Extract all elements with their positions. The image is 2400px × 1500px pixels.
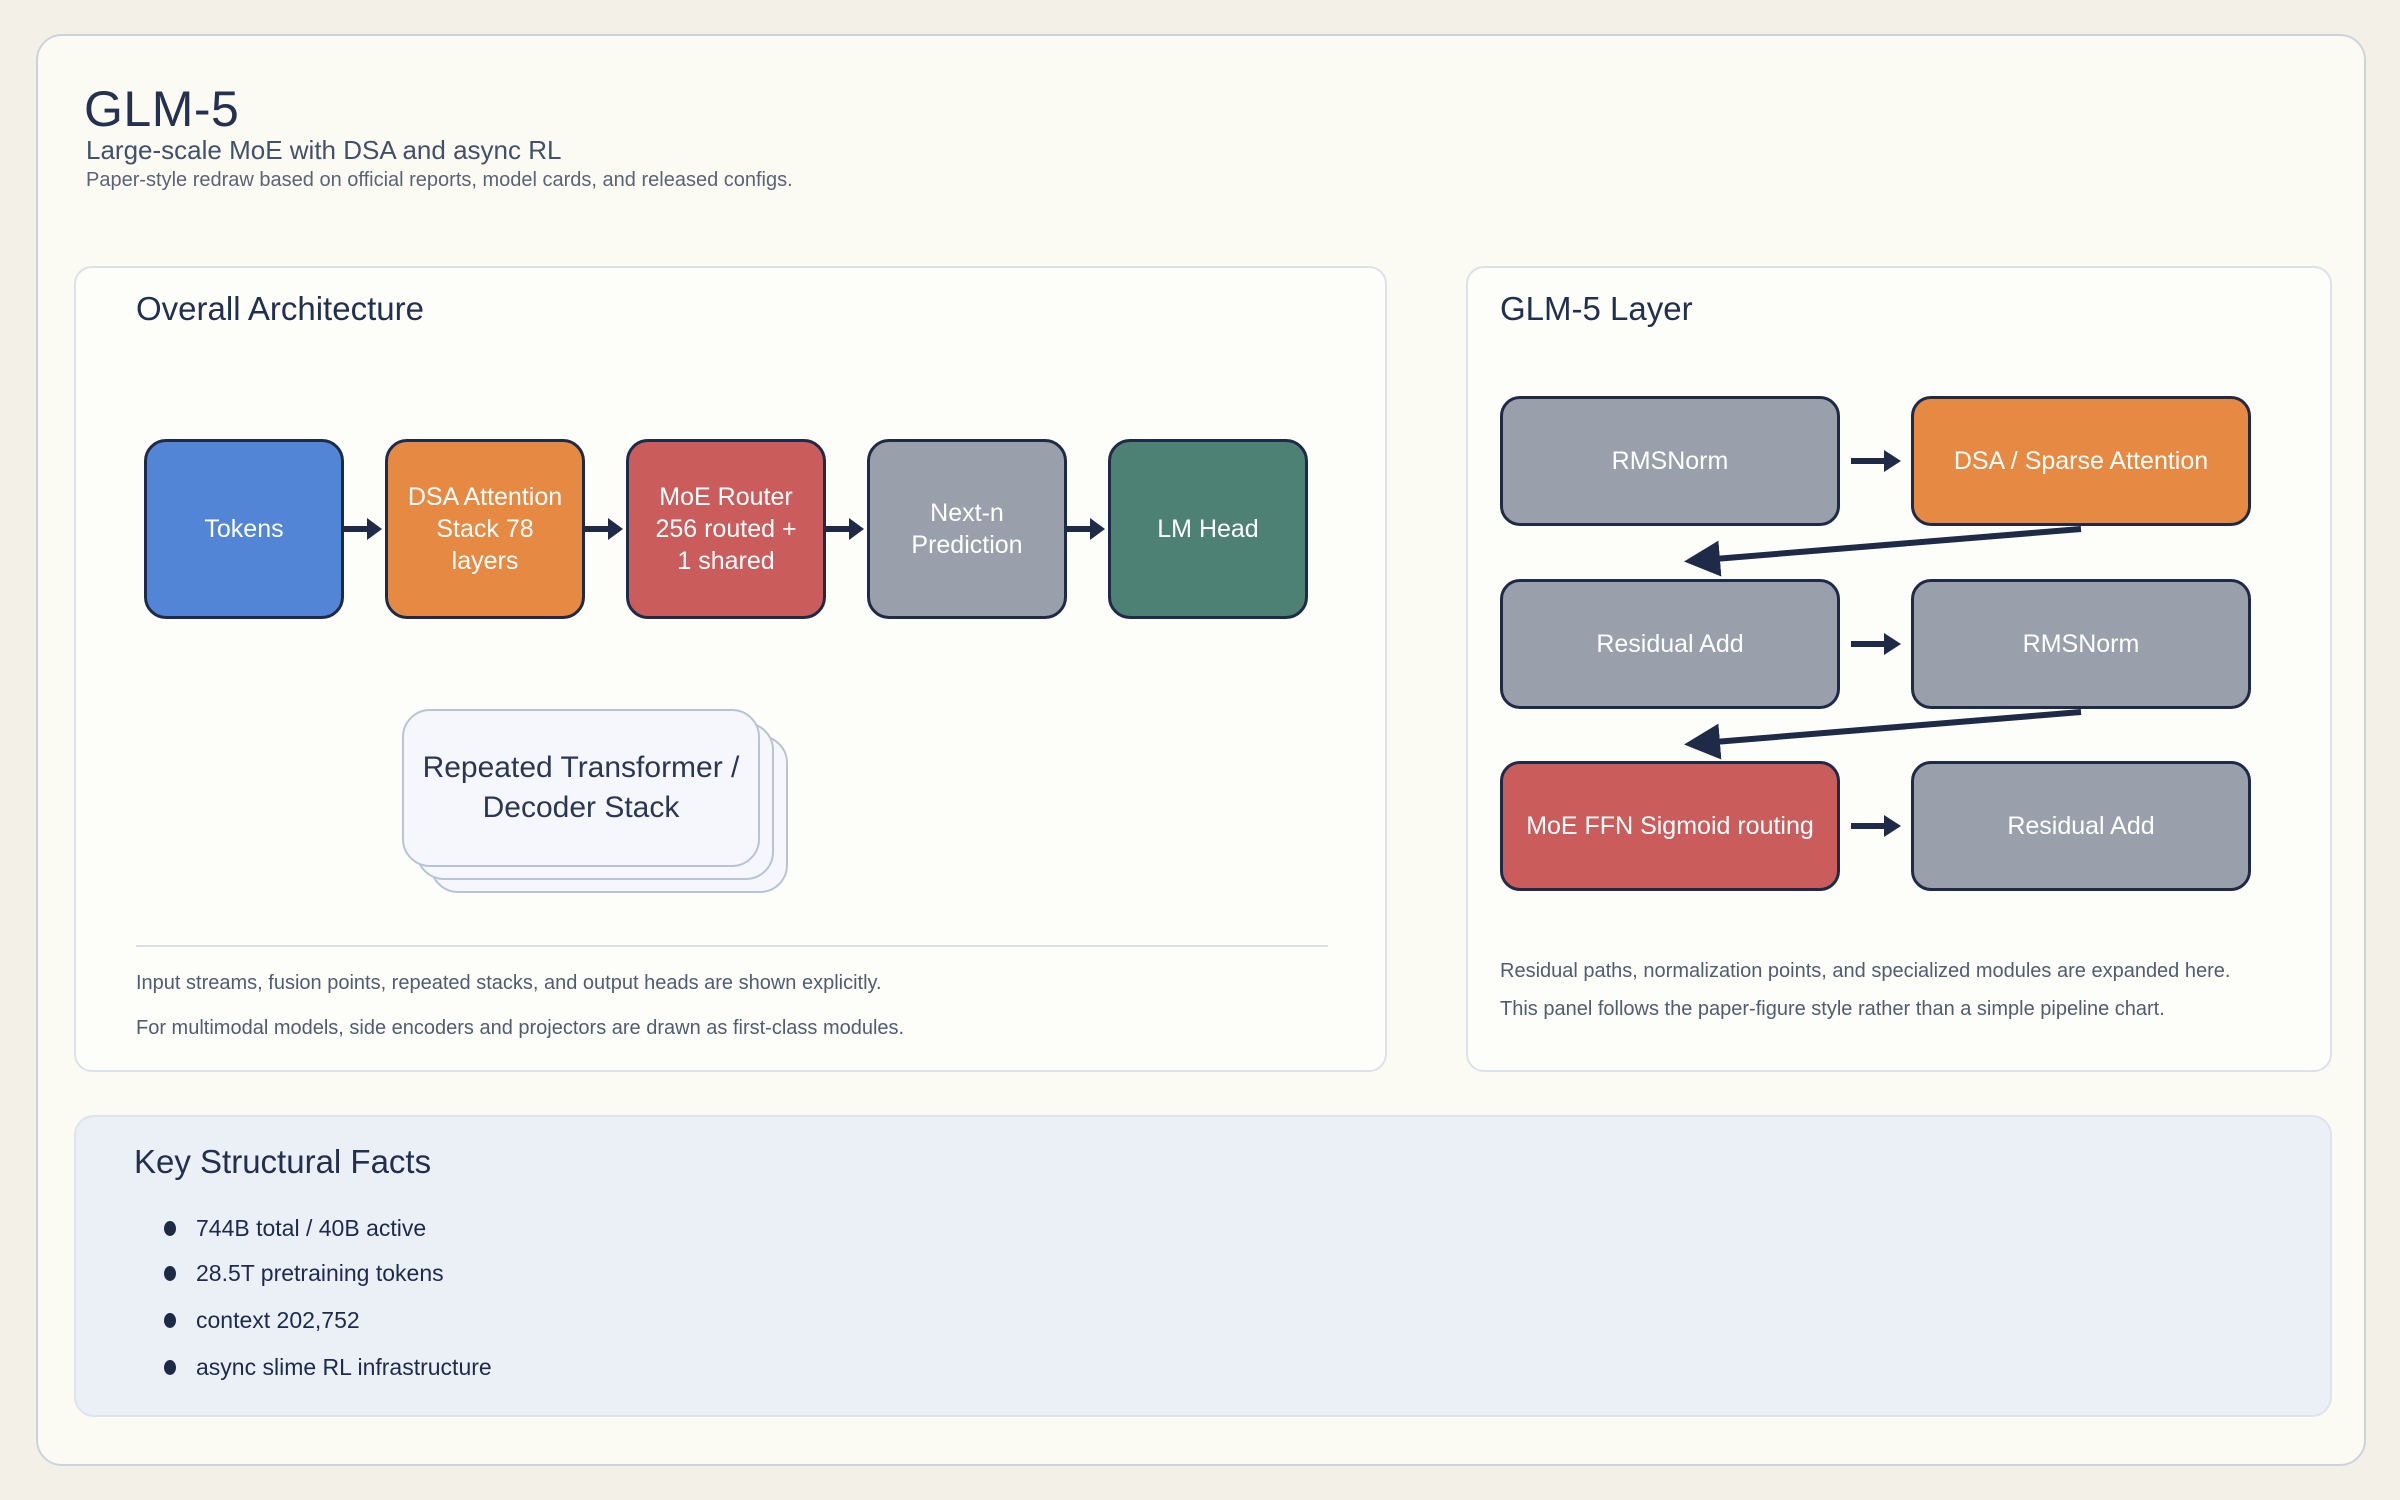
- fact-item-tokens: 28.5T pretraining tokens: [164, 1260, 444, 1287]
- pipeline-box-lm-head: LM Head: [1108, 439, 1308, 619]
- layer-arrow-row3: [1851, 815, 1903, 837]
- diagonal-arrow-2: [1684, 709, 2082, 760]
- layer-box-rmsnorm-1: RMSNorm: [1500, 396, 1840, 526]
- layer-arrow-row1: [1851, 450, 1903, 472]
- fact-label: 28.5T pretraining tokens: [196, 1260, 444, 1286]
- pipeline-arrow-3: [826, 518, 866, 540]
- fact-item-params: 744B total / 40B active: [164, 1215, 426, 1242]
- key-facts-panel: Key Structural Facts 744B total / 40B ac…: [74, 1115, 2332, 1417]
- bullet-icon: [164, 1266, 176, 1281]
- pipeline-arrow-2: [585, 518, 625, 540]
- fact-item-rl: async slime RL infrastructure: [164, 1354, 492, 1381]
- layer-note-1: Residual paths, normalization points, an…: [1500, 960, 2231, 982]
- bullet-icon: [164, 1360, 176, 1375]
- pipeline-box-moe-router: MoE Router 256 routed + 1 shared: [626, 439, 826, 619]
- glm5-layer-panel: GLM-5 Layer RMSNorm DSA / Sparse Attenti…: [1466, 266, 2332, 1072]
- fact-label: 744B total / 40B active: [196, 1215, 427, 1241]
- overall-architecture-title: Overall Architecture: [136, 290, 424, 327]
- fact-label: async slime RL infrastructure: [196, 1354, 492, 1380]
- fact-item-context: context 202,752: [164, 1307, 360, 1334]
- bullet-icon: [164, 1313, 176, 1328]
- pipeline-arrow-4: [1067, 518, 1107, 540]
- overall-architecture-panel: Overall Architecture Tokens DSA Attentio…: [74, 266, 1387, 1072]
- page-tagline: Paper-style redraw based on official rep…: [86, 169, 793, 191]
- layer-arrow-row2: [1851, 633, 1903, 655]
- fact-label: context 202,752: [196, 1307, 360, 1333]
- stack-card-front: Repeated Transformer / Decoder Stack: [402, 709, 760, 867]
- page-subtitle: Large-scale MoE with DSA and async RL: [86, 135, 562, 165]
- pipeline-arrow-1: [344, 518, 384, 540]
- diagonal-arrow-1: [1684, 526, 2082, 577]
- page-title: GLM-5: [84, 81, 240, 137]
- pipeline-box-dsa-attention: DSA Attention Stack 78 layers: [385, 439, 585, 619]
- stack-card-label: Repeated Transformer / Decoder Stack: [422, 750, 740, 825]
- bullet-icon: [164, 1221, 176, 1236]
- pipeline-box-next-n-prediction: Next-n Prediction: [867, 439, 1067, 619]
- layer-box-residual-add-1: Residual Add: [1500, 579, 1840, 709]
- figure-card: GLM-5 Large-scale MoE with DSA and async…: [36, 34, 2366, 1466]
- key-facts-title: Key Structural Facts: [134, 1143, 432, 1180]
- layer-note-2: This panel follows the paper-figure styl…: [1500, 998, 2165, 1020]
- layer-box-residual-add-2: Residual Add: [1911, 761, 2251, 891]
- panel-divider: [136, 945, 1328, 947]
- layer-box-rmsnorm-2: RMSNorm: [1911, 579, 2251, 709]
- overall-note-1: Input streams, fusion points, repeated s…: [136, 972, 882, 994]
- overall-note-2: For multimodal models, side encoders and…: [136, 1017, 905, 1039]
- pipeline-box-tokens: Tokens: [144, 439, 344, 619]
- glm5-layer-title: GLM-5 Layer: [1500, 290, 1693, 327]
- repeated-stack-card: Repeated Transformer / Decoder Stack: [402, 709, 790, 897]
- layer-box-moe-ffn: MoE FFN Sigmoid routing: [1500, 761, 1840, 891]
- layer-box-dsa-sparse-attention: DSA / Sparse Attention: [1911, 396, 2251, 526]
